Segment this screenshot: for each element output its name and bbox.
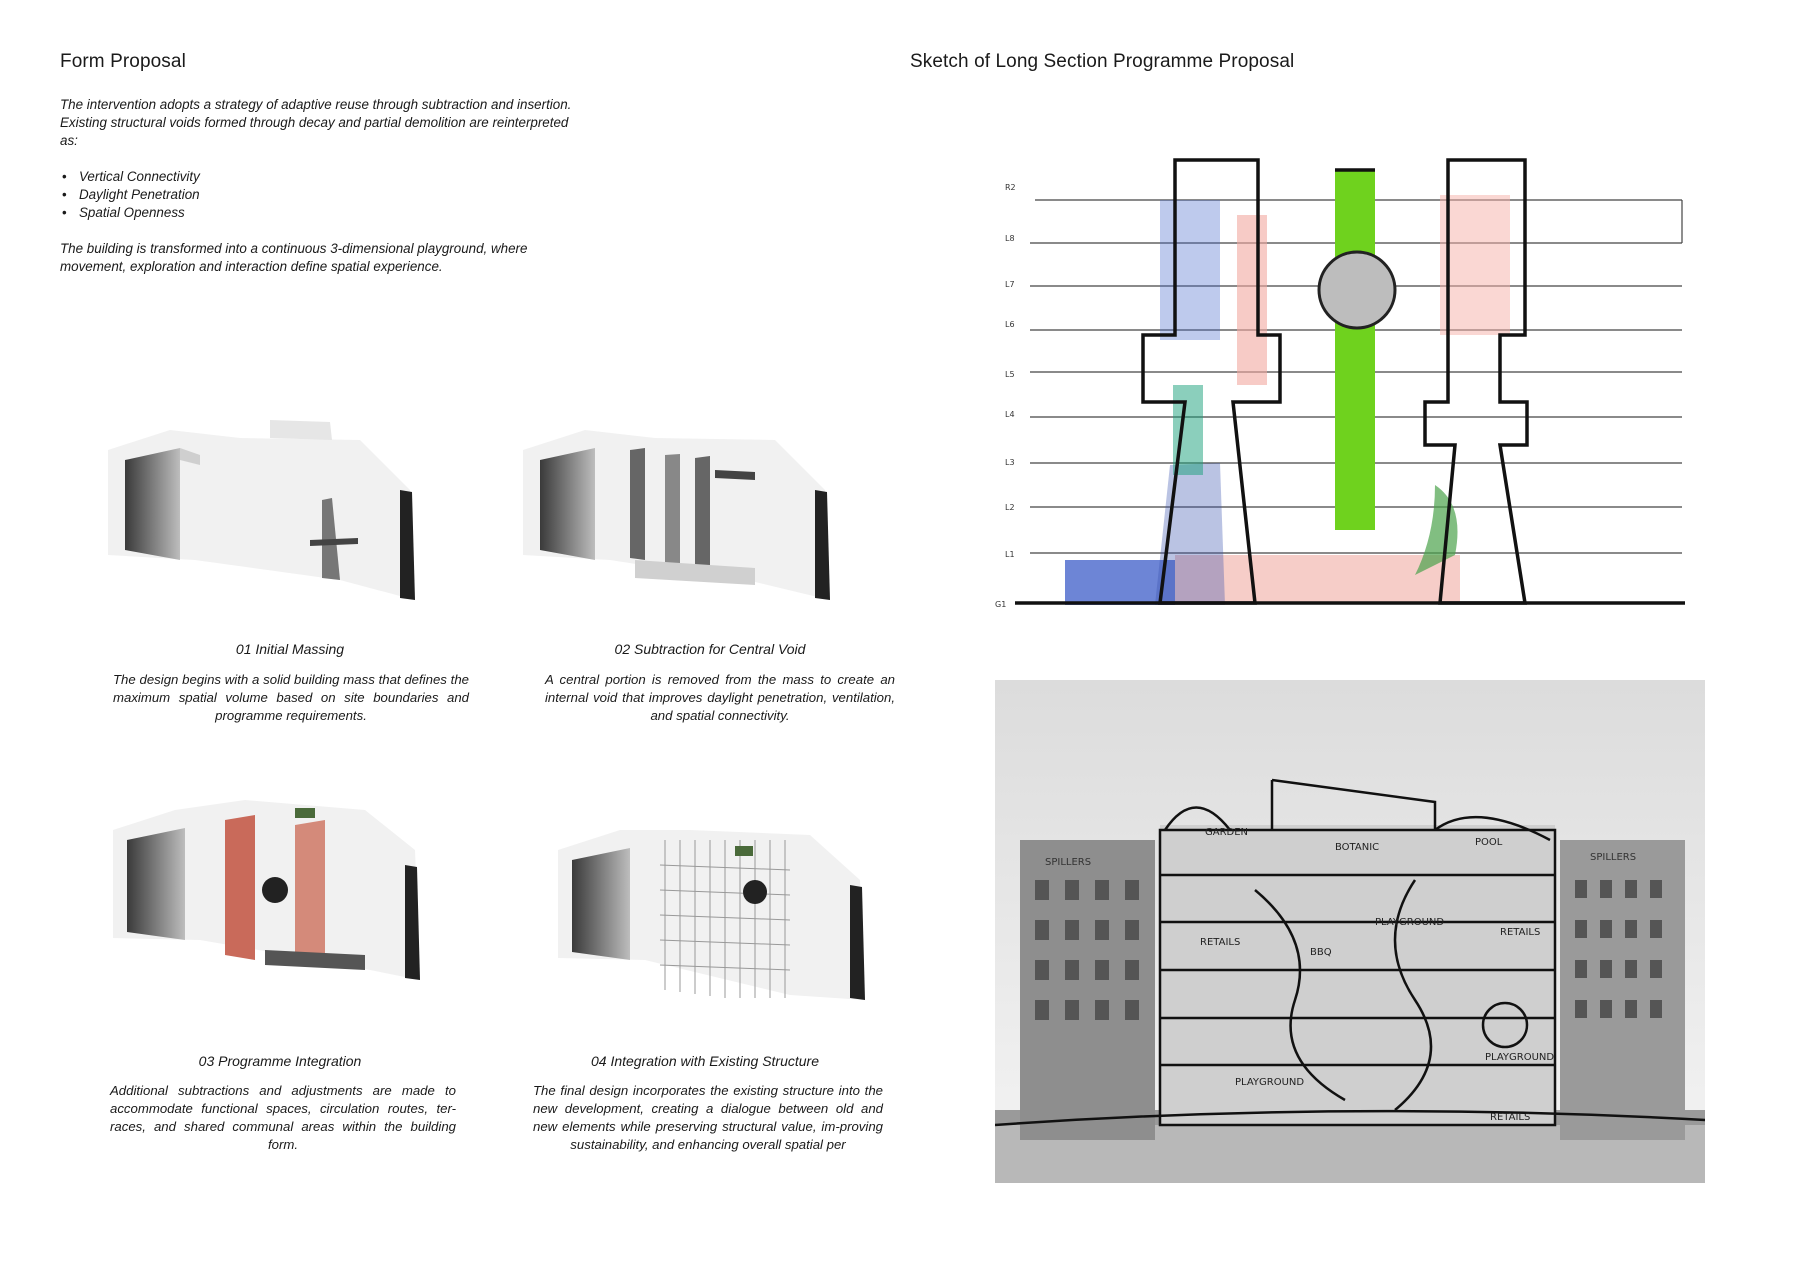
- level-label: L8: [1005, 234, 1015, 243]
- level-label: R2: [1005, 183, 1016, 192]
- step-01-description: The design begins with a solid building …: [113, 672, 469, 723]
- photo-label: BOTANIC: [1335, 842, 1379, 853]
- step-04-description: The final design incorporates the existi…: [533, 1083, 883, 1152]
- step-02-description: A central portion is removed from the ma…: [545, 672, 895, 723]
- photo-label: POOL: [1475, 837, 1503, 848]
- photo-label: GARDEN: [1205, 827, 1248, 838]
- level-label: L1: [1005, 550, 1015, 559]
- elevation-collage-image: GARDEN BOTANIC POOL SPILLERS SPILLERS PL…: [995, 680, 1705, 1183]
- section-sketch-title: Sketch of Long Section Programme Proposa…: [910, 51, 1295, 72]
- photo-label: SPILLERS: [1045, 857, 1091, 868]
- photo-label: PLAYGROUND: [1375, 917, 1444, 928]
- intro-paragraph: The intervention adopts a strategy of ad…: [60, 97, 572, 148]
- bullet-item: Vertical Connectivity: [62, 168, 580, 186]
- photo-label: RETAILS: [1490, 1112, 1530, 1123]
- step-04-caption: 04 Integration with Existing Structure: [590, 1053, 819, 1069]
- massing-model-01-image: [108, 420, 415, 600]
- photo-label: PLAYGROUND: [1235, 1077, 1304, 1088]
- bullet-item: Spatial Openness: [62, 204, 580, 222]
- level-label: G1: [995, 600, 1006, 609]
- outro-paragraph: The building is transformed into a conti…: [60, 241, 528, 274]
- photo-label: SPILLERS: [1590, 852, 1636, 863]
- massing-model-03-image: [113, 800, 420, 980]
- form-proposal-title: Form Proposal: [60, 51, 186, 72]
- level-label: L3: [1005, 458, 1015, 467]
- long-section-sketch-image: R2 L8 L7 L6 L5 L4 L3 L2 L1 G1: [995, 158, 1685, 609]
- level-label: L5: [1005, 370, 1015, 379]
- photo-label: RETAILS: [1500, 927, 1540, 938]
- photo-label: BBQ: [1310, 947, 1332, 958]
- step-01-caption: 01 Initial Massing: [235, 641, 345, 657]
- level-label: L6: [1005, 320, 1015, 329]
- level-label: L4: [1005, 410, 1015, 419]
- massing-model-04-image: [558, 830, 865, 1000]
- level-label: L2: [1005, 503, 1015, 512]
- level-label: L7: [1005, 280, 1015, 289]
- photo-label: RETAILS: [1200, 937, 1240, 948]
- strategy-list: Vertical Connectivity Daylight Penetrati…: [60, 168, 580, 222]
- step-03-description: Additional subtractions and adjustments …: [110, 1083, 456, 1152]
- intro-text-block: The intervention adopts a strategy of ad…: [60, 96, 580, 294]
- step-03-caption: 03 Programme Integration: [198, 1053, 362, 1069]
- massing-model-02-image: [523, 430, 830, 600]
- step-02-caption: 02 Subtraction for Central Void: [614, 641, 806, 657]
- photo-label: PLAYGROUND: [1485, 1052, 1554, 1063]
- bullet-item: Daylight Penetration: [62, 186, 580, 204]
